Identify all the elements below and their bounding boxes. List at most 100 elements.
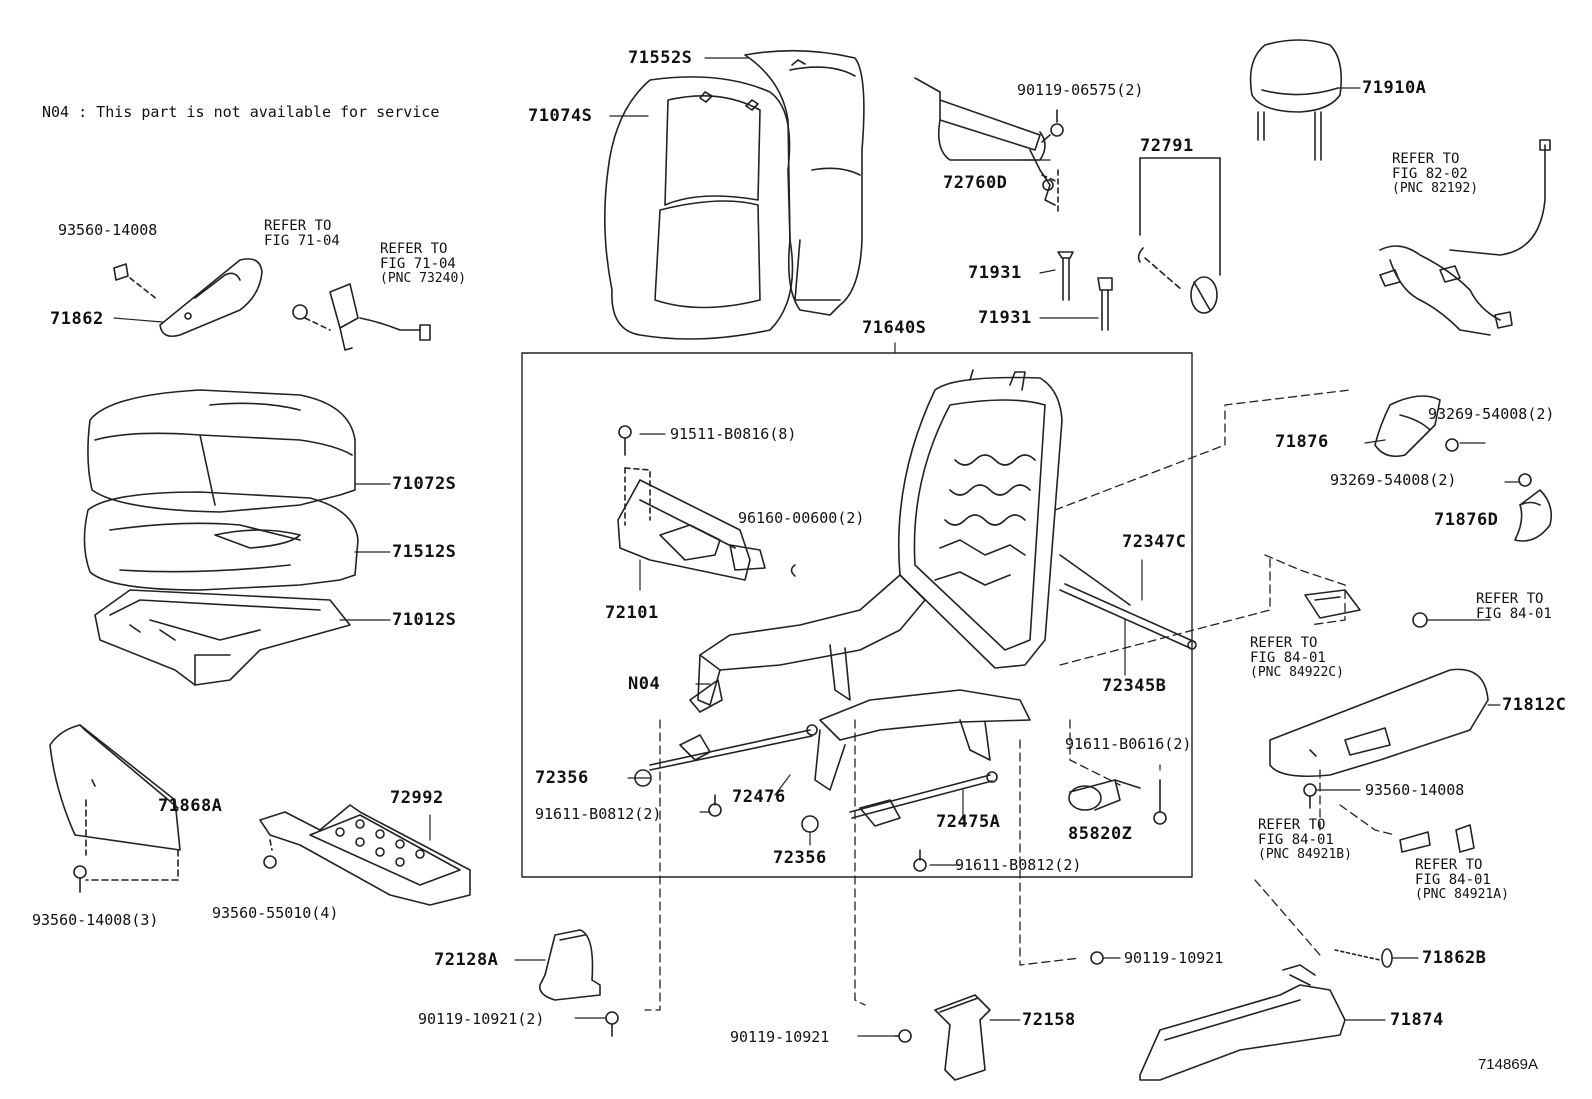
adjuster-72101 [617,425,796,581]
ref-line: REFER TO [1415,857,1483,873]
ref-line: REFER TO [1258,817,1326,833]
part-label-96160-00600[interactable]: 96160-00600(2) [738,509,865,527]
seatback-pad-71552S [744,49,865,316]
ref-line: REFER TO [380,241,448,257]
part-label-93560-14008[interactable]: 93560-14008 [58,221,158,239]
part-label-72347C[interactable]: 72347C [1122,532,1187,552]
part-label-71812C[interactable]: 71812C [1502,695,1567,715]
wire-harness [1379,139,1551,336]
bar-72345B [1059,554,1131,606]
part-label-72992[interactable]: 72992 [390,788,444,808]
part-label-71910A[interactable]: 71910A [1362,78,1427,98]
ref-line: FIG 84-01 [1250,650,1326,666]
part-label-71931-b[interactable]: 71931 [978,308,1032,328]
ref-line: REFER TO [264,218,332,234]
ref-line: FIG 71-04 [380,256,456,272]
part-label-72158[interactable]: 72158 [1022,1010,1076,1030]
ref-line: REFER TO [1476,591,1544,607]
part-label-71074S[interactable]: 71074S [528,106,593,126]
side-shield-71812C [1269,668,1489,853]
reference-fig-71-04[interactable]: REFER TO FIG 71-04 [264,219,340,249]
ref-line: REFER TO [1250,635,1318,651]
part-label-71868A[interactable]: 71868A [158,796,223,816]
part-label-90119-10921-b[interactable]: 90119-10921 [1124,949,1224,967]
part-label-71072S[interactable]: 71072S [392,474,457,494]
cover-71876 [1374,395,1459,458]
reference-fig-84-01-pnc-84921b[interactable]: REFER TO FIG 84-01 (PNC 84921B) [1258,818,1352,862]
part-label-93560-14008-3[interactable]: 93560-14008(3) [32,911,159,929]
part-label-90119-10921[interactable]: 90119-10921 [730,1028,830,1046]
part-label-93560-14008-b[interactable]: 93560-14008 [1365,781,1465,799]
part-label-90119-10921-2[interactable]: 90119-10921(2) [418,1010,545,1028]
headrest-71910A [1249,39,1343,161]
part-label-72356-b[interactable]: 72356 [773,848,827,868]
reference-fig-84-01-pnc-84922c[interactable]: REFER TO FIG 84-01 (PNC 84922C) [1250,636,1344,680]
knob-72791 [1137,157,1221,314]
part-label-71862B[interactable]: 71862B [1422,948,1487,968]
service-note: N04 : This part is not available for ser… [42,103,440,121]
part-label-72356[interactable]: 72356 [535,768,589,788]
part-label-72760D[interactable]: 72760D [943,173,1008,193]
part-label-71012S[interactable]: 71012S [392,610,457,630]
reference-fig-84-01-pnc-84921a[interactable]: REFER TO FIG 84-01 (PNC 84921A) [1415,858,1509,902]
switch-connector [1304,589,1428,628]
frame-assembly-box [521,352,1193,878]
part-label-71876D[interactable]: 71876D [1434,510,1499,530]
part-label-90119-06575[interactable]: 90119-06575(2) [1017,81,1144,99]
ref-pnc: (PNC 82192) [1392,181,1479,196]
part-label-91611-B0812-b[interactable]: 91611-B0812(2) [955,856,1082,874]
part-label-72791[interactable]: 72791 [1140,136,1194,156]
part-label-71876[interactable]: 71876 [1275,432,1329,452]
part-label-71931[interactable]: 71931 [968,263,1022,283]
cover-71876D [1514,473,1553,542]
part-label-72476[interactable]: 72476 [732,787,786,807]
leader-lines [644,389,1396,1011]
cable-72475A [708,771,998,872]
rail-cover-71874 [1139,964,1346,1081]
ref-line: FIG 84-01 [1415,872,1491,888]
ref-pnc: (PNC 84921A) [1415,887,1509,902]
part-label-71640S[interactable]: 71640S [862,318,927,338]
part-label-71552S[interactable]: 71552S [628,48,693,68]
ref-pnc: (PNC 84922C) [1250,665,1344,680]
part-label-93560-55010[interactable]: 93560-55010(4) [212,904,339,922]
screw-71862B [1334,948,1393,968]
part-label-72128A[interactable]: 72128A [434,950,499,970]
seatback-cover-71074S [604,76,794,340]
part-label-93269-54008[interactable]: 93269-54008(2) [1428,405,1555,423]
part-label-72475A[interactable]: 72475A [936,812,1001,832]
seat-belt-buckle [292,283,431,351]
part-label-71874[interactable]: 71874 [1390,1010,1444,1030]
motor-85820Z [1068,779,1167,825]
seat-frame-71640S [689,369,1063,791]
part-label-71862[interactable]: 71862 [50,309,104,329]
part-label-85820Z[interactable]: 85820Z [1068,824,1133,844]
part-label-N04[interactable]: N04 [628,674,661,694]
part-label-91511-B0816[interactable]: 91511-B0816(8) [670,425,797,443]
cable-72476 [634,724,818,787]
under-cover-72992 [259,804,471,906]
cushion-pad-71512S [83,491,359,591]
part-label-72101[interactable]: 72101 [605,603,659,623]
ref-pnc: (PNC 84921B) [1258,847,1352,862]
part-label-93269-54008-b[interactable]: 93269-54008(2) [1330,471,1457,489]
reference-fig-82-02[interactable]: REFER TO FIG 82-02 (PNC 82192) [1392,152,1478,196]
bracket-72128A [538,929,619,1037]
bar-72347C [1059,583,1197,650]
part-label-72345B[interactable]: 72345B [1102,676,1167,696]
reference-fig-71-04-pnc-73240[interactable]: REFER TO FIG 71-04 (PNC 73240) [380,242,466,286]
pin-71931 [1057,251,1113,331]
cover-71862 [113,258,263,338]
ref-line: FIG 84-01 [1476,606,1552,622]
label-leaders [113,57,1521,1037]
ref-pnc: (PNC 73240) [380,271,467,286]
reference-fig-84-01[interactable]: REFER TO FIG 84-01 [1476,592,1552,622]
part-label-91611-B0812[interactable]: 91611-B0812(2) [535,805,662,823]
part-label-91611-B0616[interactable]: 91611-B0616(2) [1065,735,1192,753]
ref-line: FIG 84-01 [1258,832,1334,848]
part-label-71512S[interactable]: 71512S [392,542,457,562]
cushion-frame-71012S [94,589,351,686]
side-airbag-72760D [914,77,1059,216]
figure-id: 714869A [1477,1056,1538,1073]
